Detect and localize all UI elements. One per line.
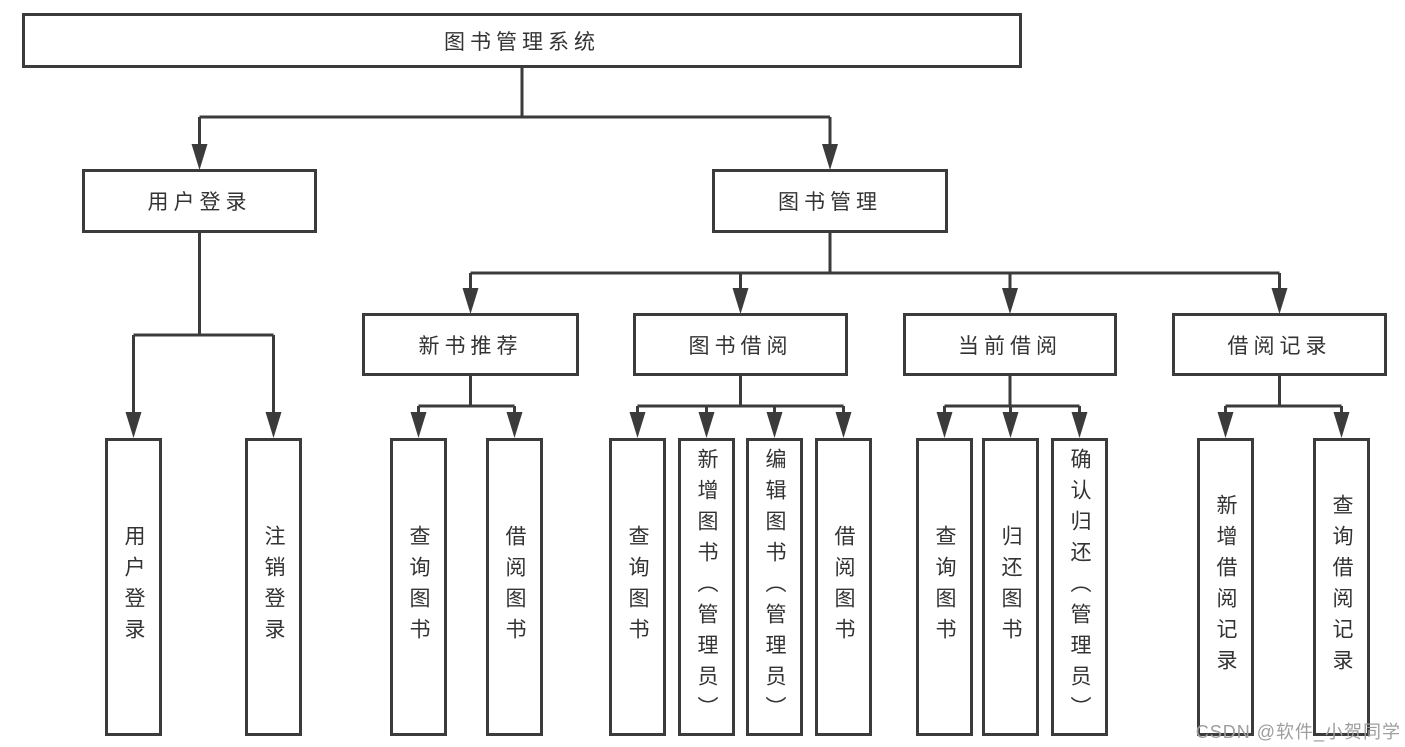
- leaf-add-book-admin: 新增图书（管理员）: [678, 438, 735, 736]
- leaf-query-book-current-label: 查询图书: [933, 525, 956, 649]
- leaf-add-book-admin-label: 新增图书（管理员）: [695, 447, 718, 727]
- leaf-borrow-book-recommend: 借阅图书: [486, 438, 543, 736]
- leaf-borrow-book: 借阅图书: [815, 438, 872, 736]
- node-user-login: 用户登录: [82, 169, 317, 233]
- node-borrow-records: 借阅记录: [1172, 313, 1387, 376]
- leaf-add-borrow-record: 新增借阅记录: [1197, 438, 1254, 736]
- leaf-return-book-label: 归还图书: [999, 525, 1022, 649]
- leaf-edit-book-admin: 编辑图书（管理员）: [746, 438, 803, 736]
- leaf-user-login: 用户登录: [105, 438, 162, 736]
- leaf-confirm-return-admin-label: 确认归还（管理员）: [1068, 447, 1091, 727]
- leaf-user-login-label: 用户登录: [122, 525, 145, 649]
- node-current-borrow: 当前借阅: [903, 313, 1117, 376]
- leaf-query-borrow-record-label: 查询借阅记录: [1330, 494, 1353, 680]
- node-new-book-recommend: 新书推荐: [362, 313, 579, 376]
- leaf-edit-book-admin-label: 编辑图书（管理员）: [763, 447, 786, 727]
- leaf-borrow-book-label: 借阅图书: [832, 525, 855, 649]
- node-book-management-system: 图书管理系统: [22, 13, 1022, 68]
- leaf-query-borrow-record: 查询借阅记录: [1313, 438, 1370, 736]
- leaf-logout-label: 注销登录: [262, 525, 285, 649]
- leaf-query-book-current: 查询图书: [916, 438, 973, 736]
- leaf-query-book-recommend: 查询图书: [390, 438, 447, 736]
- leaf-borrow-book-recommend-label: 借阅图书: [503, 525, 526, 649]
- arrowheads: [125, 144, 1350, 438]
- node-book-borrow: 图书借阅: [633, 313, 848, 376]
- leaf-query-book-recommend-label: 查询图书: [407, 525, 430, 649]
- leaf-add-borrow-record-label: 新增借阅记录: [1214, 494, 1237, 680]
- leaf-query-book-borrow-label: 查询图书: [626, 525, 649, 649]
- leaf-return-book: 归还图书: [982, 438, 1039, 736]
- leaf-query-book-borrow: 查询图书: [609, 438, 666, 736]
- leaf-confirm-return-admin: 确认归还（管理员）: [1051, 438, 1108, 736]
- csdn-watermark: CSDN @软件_小贺同学: [1195, 722, 1401, 742]
- node-book-management: 图书管理: [712, 169, 948, 233]
- leaf-logout: 注销登录: [245, 438, 302, 736]
